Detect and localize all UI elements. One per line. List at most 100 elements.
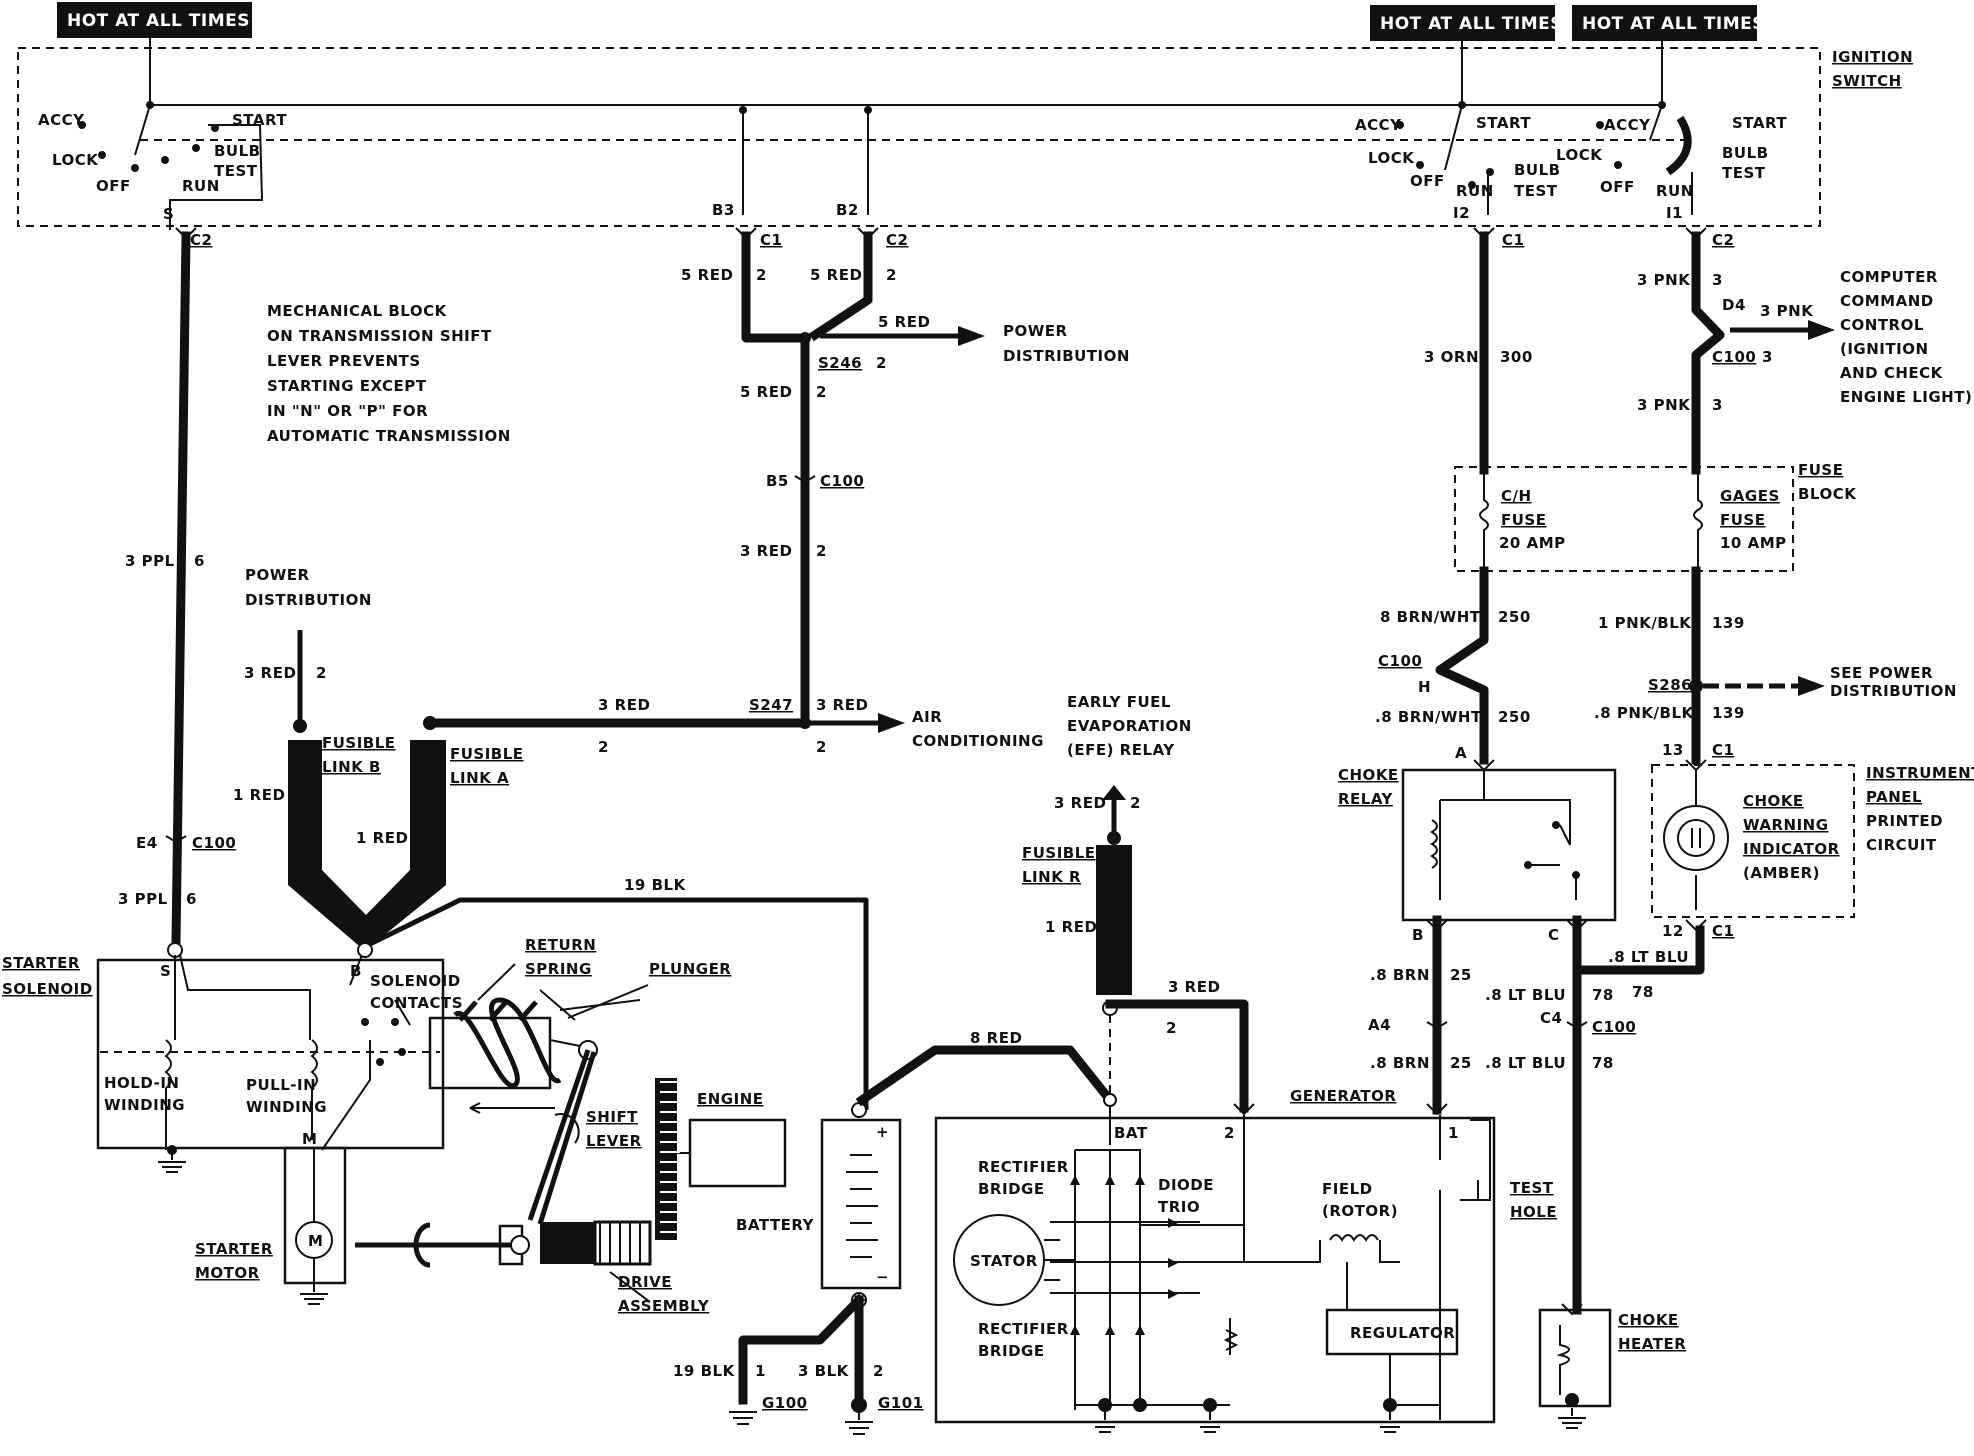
svg-text:ASSEMBLY: ASSEMBLY xyxy=(618,1297,710,1315)
svg-text:C1: C1 xyxy=(760,231,782,249)
svg-text:D4: D4 xyxy=(1722,296,1746,314)
pink-wire-circuit-3: C2 3 PNK 3 D4 3 PNK C100 3 3 PNK 3 xyxy=(1637,231,1835,475)
svg-text:2: 2 xyxy=(756,266,767,284)
svg-text:C2: C2 xyxy=(886,231,908,249)
svg-text:3 PNK: 3 PNK xyxy=(1760,302,1814,320)
svg-text:B3: B3 xyxy=(712,201,735,219)
svg-text:PLUNGER: PLUNGER xyxy=(649,960,731,978)
svg-text:FUSIBLE: FUSIBLE xyxy=(450,745,524,763)
choke-heater: CHOKE HEATER xyxy=(1538,1308,1686,1429)
svg-text:S: S xyxy=(163,205,174,223)
svg-text:AND CHECK: AND CHECK xyxy=(1840,364,1944,382)
svg-text:E4: E4 xyxy=(136,834,158,852)
svg-text:5 RED: 5 RED xyxy=(740,383,792,401)
power-distribution-label-b: POWER DISTRIBUTION xyxy=(1003,322,1129,365)
svg-text:78: 78 xyxy=(1632,983,1654,1001)
battery: + − BATTERY 19 BLK 1 3 BLK 2 G100 G101 xyxy=(673,1102,923,1435)
svg-text:SPRING: SPRING xyxy=(525,960,592,978)
svg-text:ENGINE LIGHT): ENGINE LIGHT) xyxy=(1840,388,1972,406)
svg-text:CONTACTS: CONTACTS xyxy=(370,994,463,1012)
svg-text:BULB: BULB xyxy=(1514,161,1561,179)
svg-text:1 RED: 1 RED xyxy=(233,786,285,804)
brn-wht-wire-circuit-250: 8 BRN/WHT 250 C100 H .8 BRN/WHT 250 A xyxy=(1375,566,1531,765)
svg-text:M: M xyxy=(302,1130,317,1148)
svg-text:INSTRUMENT: INSTRUMENT xyxy=(1866,764,1974,782)
svg-text:1: 1 xyxy=(755,1362,766,1380)
svg-text:CHOKE: CHOKE xyxy=(1743,792,1804,810)
starter-cable-19-blk: 19 BLK xyxy=(366,876,869,1110)
svg-text:13: 13 xyxy=(1662,741,1684,759)
ignition-switch-outline xyxy=(17,47,1821,227)
svg-text:ACCY: ACCY xyxy=(1604,116,1651,134)
svg-text:FUSE: FUSE xyxy=(1798,461,1843,479)
generator-label: GENERATOR xyxy=(1290,1087,1396,1105)
svg-text:SOLENOID: SOLENOID xyxy=(370,972,461,990)
svg-text:78: 78 xyxy=(1592,986,1614,1004)
svg-text:3: 3 xyxy=(1712,396,1723,414)
svg-text:SHIFT: SHIFT xyxy=(586,1108,638,1126)
svg-text:.8 BRN/WHT: .8 BRN/WHT xyxy=(1375,708,1482,726)
svg-text:3 RED: 3 RED xyxy=(816,696,868,714)
hot-at-all-times-banner-left: HOT AT ALL TIMES xyxy=(57,2,252,38)
svg-text:C2: C2 xyxy=(190,231,212,249)
svg-text:C4: C4 xyxy=(1540,1009,1562,1027)
svg-text:S247: S247 xyxy=(749,696,793,714)
svg-text:G100: G100 xyxy=(762,1394,808,1412)
svg-text:300: 300 xyxy=(1500,348,1533,366)
svg-text:BAT: BAT xyxy=(1114,1124,1148,1142)
orange-wire-circuit-300: C1 3 ORN 300 xyxy=(1424,231,1533,475)
svg-text:3 PNK: 3 PNK xyxy=(1637,271,1691,289)
ignition-switch-right-contacts: ACCY START LOCK OFF RUN BULB TEST I2 ACC… xyxy=(1355,101,1787,222)
svg-text:250: 250 xyxy=(1498,708,1531,726)
svg-text:ACCY: ACCY xyxy=(38,111,85,129)
svg-text:.8 LT BLU: .8 LT BLU xyxy=(1485,986,1566,1004)
mechanical-block-note: MECHANICAL BLOCK ON TRANSMISSION SHIFT L… xyxy=(267,302,510,445)
svg-text:STATOR: STATOR xyxy=(970,1252,1038,1270)
svg-text:(IGNITION: (IGNITION xyxy=(1840,340,1929,358)
svg-text:139: 139 xyxy=(1712,704,1745,722)
svg-text:CHOKE: CHOKE xyxy=(1618,1311,1679,1329)
svg-text:I2: I2 xyxy=(1453,204,1470,222)
svg-text:MOTOR: MOTOR xyxy=(195,1264,260,1282)
svg-text:3 RED: 3 RED xyxy=(740,542,792,560)
svg-text:139: 139 xyxy=(1712,614,1745,632)
svg-text:3: 3 xyxy=(1762,348,1773,366)
svg-text:POWER: POWER xyxy=(245,566,310,584)
svg-text:FIELD: FIELD xyxy=(1322,1180,1373,1198)
svg-text:BULB: BULB xyxy=(1722,144,1769,162)
starter-solenoid: S B M HOLD-IN WINDING PULL-IN WINDING SO… xyxy=(96,942,463,1173)
svg-text:C: C xyxy=(1548,926,1560,944)
svg-text:WARNING: WARNING xyxy=(1743,816,1829,834)
svg-text:2: 2 xyxy=(816,542,827,560)
svg-text:OFF: OFF xyxy=(1410,172,1445,190)
svg-text:B: B xyxy=(1412,926,1424,944)
fusible-links-a-b: 3 RED 2 FUSIBLE LINK B FUSIBLE LINK A 1 … xyxy=(233,630,905,945)
svg-text:EARLY FUEL: EARLY FUEL xyxy=(1067,693,1171,711)
svg-text:REGULATOR: REGULATOR xyxy=(1350,1324,1455,1342)
svg-text:FUSE: FUSE xyxy=(1501,511,1546,529)
svg-text:(AMBER): (AMBER) xyxy=(1743,864,1820,882)
svg-text:S: S xyxy=(160,962,171,980)
svg-text:3 ORN: 3 ORN xyxy=(1424,348,1479,366)
svg-text:1 PNK/BLK: 1 PNK/BLK xyxy=(1598,614,1692,632)
svg-text:LEVER: LEVER xyxy=(586,1132,642,1150)
svg-text:POWER: POWER xyxy=(1003,322,1068,340)
svg-text:3 PNK: 3 PNK xyxy=(1637,396,1691,414)
brn-wire-circuit-25: .8 BRN 25 A4 .8 BRN 25 xyxy=(1368,915,1471,1115)
lt-blu-wire-circuit-78: .8 LT BLU 78 .8 LT BLU 78 C4 C100 .8 LT … xyxy=(1485,915,1705,1315)
svg-text:19 BLK: 19 BLK xyxy=(673,1362,736,1380)
svg-text:−: − xyxy=(876,1268,889,1286)
svg-text:RECTIFIER: RECTIFIER xyxy=(978,1158,1069,1176)
ignition-switch-left-contacts: ACCY LOCK OFF RUN START BULB TEST S xyxy=(38,101,287,230)
svg-text:5 RED: 5 RED xyxy=(681,266,733,284)
svg-text:6: 6 xyxy=(186,890,197,908)
svg-text:A4: A4 xyxy=(1368,1016,1391,1034)
svg-text:CONTROL: CONTROL xyxy=(1840,316,1924,334)
svg-text:2: 2 xyxy=(873,1362,884,1380)
svg-text:HOT AT ALL TIMES: HOT AT ALL TIMES xyxy=(1582,14,1765,34)
svg-text:3 RED: 3 RED xyxy=(1168,978,1220,996)
svg-text:2: 2 xyxy=(876,354,887,372)
svg-text:20 AMP: 20 AMP xyxy=(1499,534,1566,552)
svg-text:DRIVE: DRIVE xyxy=(618,1273,672,1291)
